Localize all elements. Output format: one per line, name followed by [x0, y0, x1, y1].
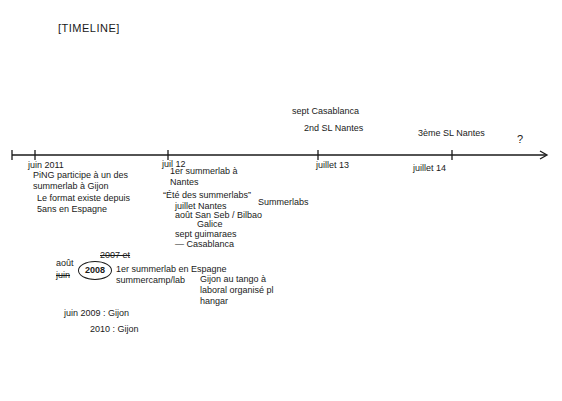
- handwritten-note: Summerlabs: [258, 197, 309, 208]
- circled-year: 2008: [78, 261, 112, 280]
- handwritten-note: 1er summerlab à Nantes: [170, 166, 260, 188]
- handwritten-note: juillet 14: [413, 163, 446, 174]
- handwritten-note: Gijon au tango à laboral organisé pl han…: [200, 274, 284, 306]
- handwritten-note: juin: [56, 270, 70, 281]
- handwritten-note: ?: [517, 133, 523, 146]
- handwritten-note: PiNG participe à un des summerlab à Gijo…: [33, 170, 145, 192]
- handwritten-note: 2007 et: [100, 250, 130, 261]
- handwritten-note: Le format existe depuis 5ans en Espagne: [37, 193, 145, 215]
- tick: [317, 150, 318, 160]
- handwritten-note: 3ème SL Nantes: [418, 128, 485, 139]
- handwritten-note: sept guimaraes: [175, 229, 237, 240]
- tick: [34, 150, 35, 160]
- tick: [451, 150, 452, 160]
- axis-start-mark: [11, 150, 12, 160]
- handwritten-note: 2nd SL Nantes: [304, 123, 363, 134]
- tick: [167, 150, 168, 160]
- handwritten-note: 2010 : Gijon: [90, 324, 139, 335]
- year-text: 2008: [85, 265, 105, 275]
- page-title: [TIMELINE]: [58, 22, 120, 34]
- handwritten-note: — Casablanca: [175, 239, 234, 250]
- timeline-axis: [12, 154, 546, 155]
- handwritten-note: juin 2009 : Gijon: [64, 308, 129, 319]
- handwritten-note: août: [56, 258, 74, 269]
- handwritten-note: “Été des summerlabs”: [163, 190, 251, 201]
- handwritten-note: juillet 13: [316, 160, 349, 171]
- handwritten-note: Galice: [197, 219, 223, 230]
- handwritten-note: juin 2011: [28, 160, 64, 171]
- axis-arrowhead: [540, 151, 547, 159]
- handwritten-note: sept Casablanca: [292, 106, 359, 117]
